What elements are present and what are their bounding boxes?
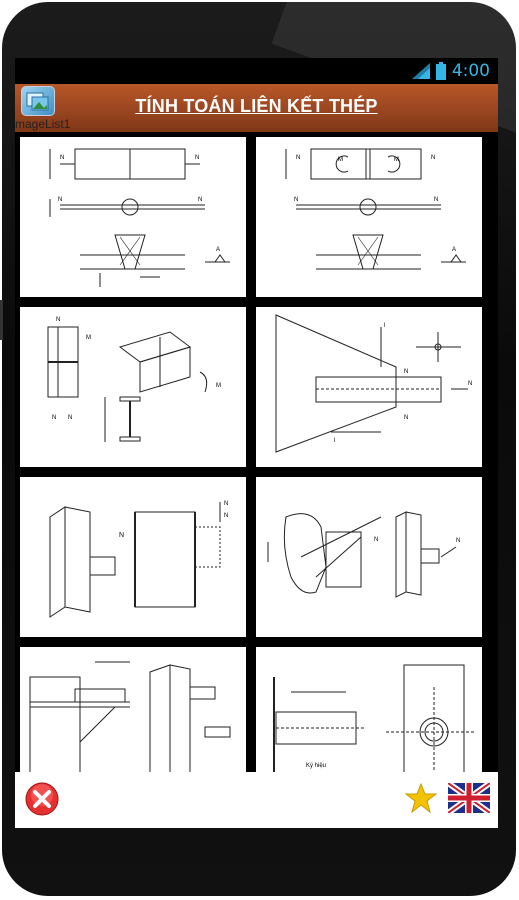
image-tile-2[interactable]: N M M N N N A: [256, 137, 482, 297]
uk-flag-icon: [446, 780, 492, 816]
tile-label: N: [374, 537, 378, 543]
image-tile-8[interactable]: Ký hiệu: [256, 647, 482, 772]
tile-label: N: [58, 197, 62, 203]
tile-label: Ký hiệu: [306, 763, 326, 769]
image-tile-1[interactable]: N N N N A: [20, 137, 246, 297]
image-grid: N N N N A N M M: [15, 132, 498, 772]
weld-drawing-1: N N N N A: [49, 148, 230, 287]
image-tile-6[interactable]: N N: [256, 477, 482, 637]
beam-column-drawing: N N N: [49, 501, 228, 618]
image-tile-4[interactable]: l l N N N: [256, 307, 482, 467]
image-tile-7[interactable]: [20, 647, 246, 772]
battery-icon: [435, 62, 446, 80]
image-tile-3[interactable]: N M M N N: [20, 307, 246, 467]
tile-label: N: [52, 415, 56, 421]
tile-label: l: [384, 323, 385, 329]
tile-label: N: [68, 415, 72, 421]
weld-drawing-2: N M M N N N A: [285, 148, 466, 270]
tile-label: A: [452, 247, 456, 253]
tile-label: N: [434, 197, 438, 203]
favorite-button[interactable]: [404, 782, 438, 819]
tile-label: N: [456, 538, 460, 544]
column-splice-drawing: N M M N N: [47, 317, 221, 442]
signal-icon: [411, 63, 430, 79]
tile-label: N: [294, 197, 298, 203]
close-button[interactable]: [25, 782, 59, 821]
language-button[interactable]: [446, 780, 492, 818]
tile-label: A: [216, 247, 220, 253]
status-icons: 4:00: [411, 61, 490, 81]
app-screen: 4:00 mageList1 TÍNH TOÁN LIÊN KẾT THÉP: [15, 58, 498, 828]
tile-label: N: [195, 155, 199, 161]
tile-label: N: [224, 501, 228, 507]
tile-label: N: [119, 532, 124, 539]
tile-label: N: [404, 369, 408, 375]
image-tile-5[interactable]: N N N: [20, 477, 246, 637]
tile-label: N: [224, 513, 228, 519]
app-title: TÍNH TOÁN LIÊN KẾT THÉP: [135, 96, 378, 116]
app-title-bar: mageList1 TÍNH TOÁN LIÊN KẾT THÉP: [15, 84, 498, 132]
pipe-connection-drawing: Ký hiệu: [273, 664, 474, 772]
gusset-plate-drawing: l l N N N: [275, 314, 472, 453]
beam-seat-drawing: [29, 661, 231, 772]
app-icon-label: mageList1: [15, 117, 71, 131]
tile-label: M: [216, 383, 221, 389]
status-time: 4:00: [451, 61, 490, 81]
star-icon: [404, 782, 438, 814]
tile-label: M: [86, 335, 91, 341]
tile-label: N: [56, 317, 60, 323]
tile-label: N: [296, 155, 300, 161]
tile-label: M: [338, 157, 343, 163]
tile-label: N: [60, 155, 64, 161]
tile-label: N: [404, 415, 408, 421]
status-bar: 4:00: [15, 58, 498, 84]
app-icon[interactable]: [21, 86, 55, 116]
tile-label: N: [431, 155, 435, 161]
image-gallery-icon: [26, 92, 49, 111]
bracket-connection-drawing: N N: [267, 511, 460, 598]
close-icon: [25, 782, 59, 816]
tile-label: l: [334, 438, 335, 444]
tile-label: N: [198, 197, 202, 203]
tile-label: M: [394, 157, 399, 163]
tile-label: N: [468, 381, 472, 387]
side-button: [0, 300, 3, 340]
bottom-action-bar: [15, 772, 498, 828]
